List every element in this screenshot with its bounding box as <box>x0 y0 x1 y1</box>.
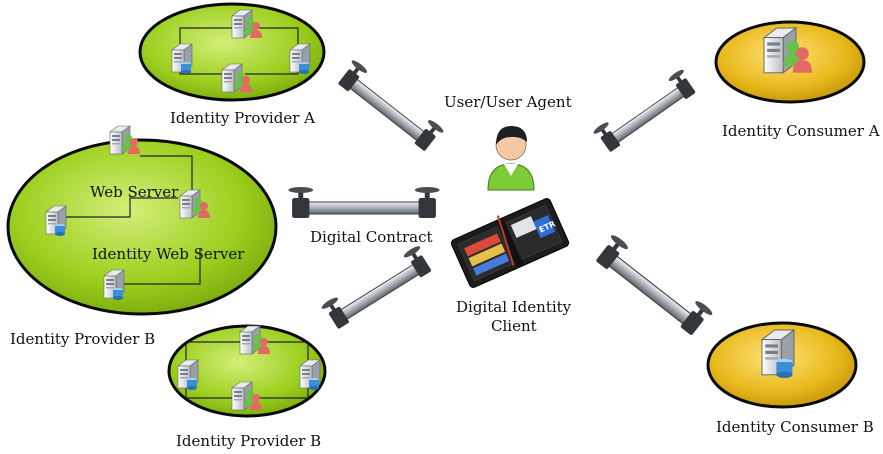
pipe-provider-b <box>319 243 435 332</box>
server-icon <box>290 44 310 74</box>
pipe-consumer-a <box>591 67 699 155</box>
identity-provider-a-label: Identity Provider A <box>170 109 315 127</box>
digital-identity-client-label-line2: Client <box>491 317 537 335</box>
identity-consumer-b-label: Identity Consumer B <box>716 418 874 436</box>
identity-consumer-a <box>714 20 866 104</box>
user-agent-label: User/User Agent <box>444 93 572 111</box>
identity-provider-a <box>138 2 326 102</box>
server-icon <box>104 270 124 300</box>
identity-provider-b-small <box>167 324 327 418</box>
identity-consumer-a-label: Identity Consumer A <box>722 122 880 140</box>
server-icon <box>110 126 140 154</box>
wallet-icon: ETR <box>450 198 570 288</box>
server-icon <box>172 44 192 74</box>
web-server-label: Web Server <box>90 183 179 201</box>
user-icon <box>487 126 535 191</box>
identity-provider-b-large: Web Server Identity Web Server <box>6 126 278 316</box>
pipe-provider-a <box>335 58 446 154</box>
digital-contract-label: Digital Contract <box>310 228 433 246</box>
server-icon <box>300 360 320 390</box>
digital-contract-pipe <box>287 186 441 219</box>
server-icon <box>178 360 198 390</box>
identity-provider-b-large-label: Identity Provider B <box>10 330 155 348</box>
digital-identity-client-label-line1: Digital Identity <box>456 298 572 316</box>
server-icon <box>46 206 66 236</box>
pipe-consumer-b <box>592 232 715 339</box>
identity-provider-b-small-label: Identity Provider B <box>176 432 321 450</box>
identity-consumer-b <box>706 321 858 409</box>
server-icon <box>762 330 794 378</box>
identity-web-server-label: Identity Web Server <box>92 245 245 263</box>
